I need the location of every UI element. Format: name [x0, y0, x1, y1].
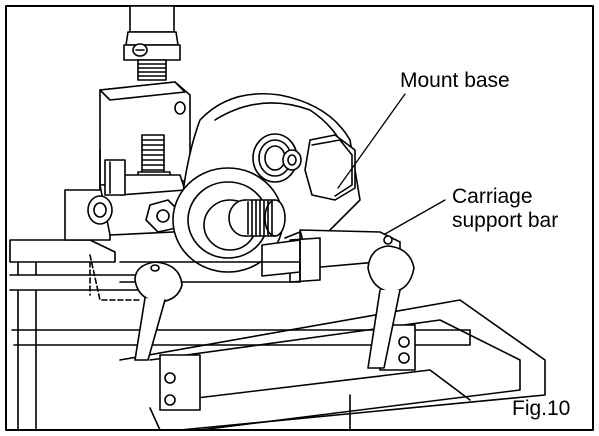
label-carriage-line1: Carriage — [452, 185, 533, 208]
adjusting-screw — [123, 5, 181, 186]
right-lever — [367, 245, 415, 369]
spring-stud — [252, 133, 302, 183]
leader-carriage-support-bar — [384, 199, 446, 235]
mount-bolt-head — [304, 134, 356, 201]
base-tray — [9, 274, 546, 431]
left-lever — [134, 261, 183, 361]
knurled-knob — [228, 199, 286, 237]
lifting-plate — [9, 239, 141, 301]
figure-frame — [5, 5, 594, 431]
figure-number: Fig.10 — [512, 397, 571, 420]
label-mount-base: Mount base — [400, 69, 510, 92]
hex-nut — [145, 199, 181, 233]
label-carriage-line2: support bar — [452, 209, 559, 232]
tray-screws — [164, 336, 410, 406]
leader-mount-base — [337, 93, 406, 189]
